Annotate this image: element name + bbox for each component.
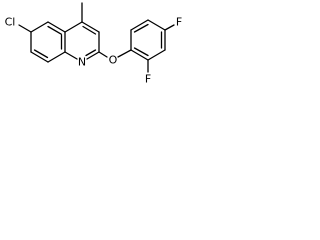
- fluoro-bond-para: [164, 24, 175, 31]
- oxygen-label: O: [109, 54, 118, 67]
- double-bond-inner: [47, 25, 63, 35]
- bond: [47, 51, 66, 63]
- difluorophenyl-ring: [130, 19, 166, 61]
- bond: [64, 51, 78, 60]
- bond: [130, 19, 149, 31]
- bond: [130, 49, 149, 61]
- chlorine-label: Cl: [5, 16, 16, 29]
- chemical-structure: Cl N O F F: [5, 2, 182, 86]
- double-bond-inner: [133, 47, 149, 57]
- nitrogen-label: N: [78, 56, 86, 69]
- bond: [86, 51, 100, 60]
- bond: [30, 51, 49, 63]
- benzo-ring: [30, 21, 66, 63]
- bond: [147, 19, 166, 31]
- fluorine-ortho-label: F: [145, 73, 151, 86]
- chloro-bond: [18, 24, 32, 33]
- ether-bond: [117, 49, 132, 58]
- bond: [47, 21, 66, 33]
- double-bond-inner: [82, 25, 97, 35]
- double-bond-inner: [33, 49, 49, 59]
- pyridine-ring: [64, 21, 100, 60]
- double-bond-inner: [133, 23, 149, 33]
- double-bond-inner: [85, 49, 97, 57]
- bond: [81, 21, 100, 33]
- fluorine-para-label: F: [176, 16, 182, 29]
- bond: [147, 49, 166, 61]
- bond: [30, 21, 49, 33]
- bond: [64, 21, 83, 33]
- ether-bond: [98, 51, 108, 58]
